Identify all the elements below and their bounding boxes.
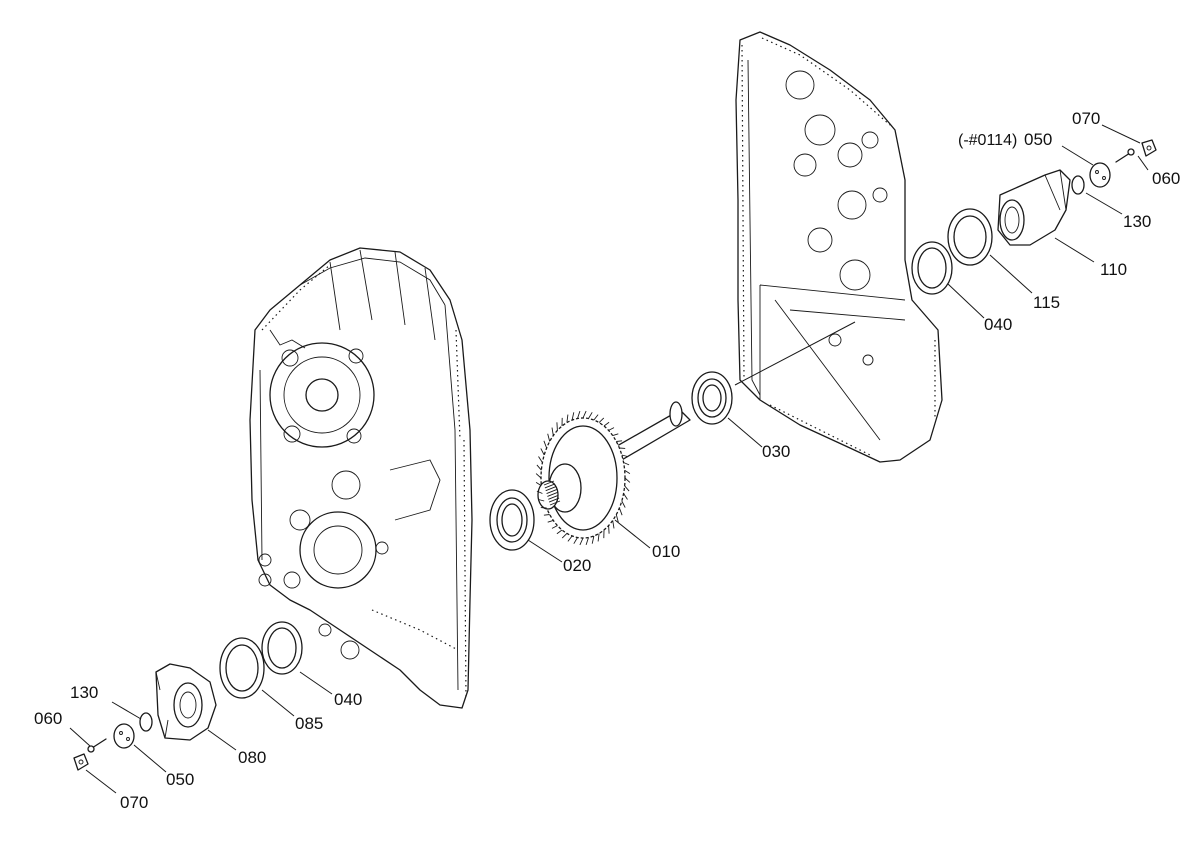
part-040-left-seal <box>261 621 303 675</box>
label-060-right: 060 <box>1152 169 1180 188</box>
part-050-right-plate <box>1089 162 1111 188</box>
part-060-right-bolt <box>1115 148 1135 163</box>
gear-teeth <box>535 410 631 546</box>
label-060-left: 060 <box>34 709 62 728</box>
part-130-left-oring <box>139 712 153 732</box>
label-080: 080 <box>238 748 266 767</box>
part-080-cover <box>155 663 217 741</box>
part-020-bearing <box>489 489 535 551</box>
part-060-left-bolt <box>87 738 107 753</box>
part-labels: 010 020 030 040 115 110 130 060 070 (-#0… <box>34 109 1180 812</box>
label-010: 010 <box>652 542 680 561</box>
part-040-right-seal <box>911 241 953 295</box>
shaft-splines <box>543 480 561 506</box>
label-040-left: 040 <box>334 690 362 709</box>
part-115-right-seal <box>947 208 993 266</box>
label-070-left: 070 <box>120 793 148 812</box>
label-130-right: 130 <box>1123 212 1151 231</box>
label-130-left: 130 <box>70 683 98 702</box>
left-housing <box>249 247 473 709</box>
leader-lines <box>69 124 1149 794</box>
label-115: 115 <box>1033 293 1060 312</box>
label-050-right: 050 <box>1024 130 1052 149</box>
label-085: 085 <box>295 714 323 733</box>
label-030: 030 <box>762 442 790 461</box>
part-030-bearing <box>691 371 733 425</box>
part-130-right-oring <box>1071 175 1085 195</box>
label-110: 110 <box>1100 260 1127 279</box>
part-085-left-seal <box>219 637 265 699</box>
part-010-gear-shaft <box>537 401 691 539</box>
part-070-left-washer <box>73 753 89 771</box>
part-050-left-plate <box>113 723 135 749</box>
label-040-right: 040 <box>984 315 1012 334</box>
serial-range-note: (-#0114) <box>958 132 1017 149</box>
part-070-right-washer <box>1141 139 1157 157</box>
right-housing <box>735 31 943 463</box>
part-110-cover <box>997 169 1071 246</box>
assembly-axis-line <box>734 321 856 386</box>
label-020: 020 <box>563 556 591 575</box>
label-070-right: 070 <box>1072 109 1100 128</box>
label-050-left: 050 <box>166 770 194 789</box>
